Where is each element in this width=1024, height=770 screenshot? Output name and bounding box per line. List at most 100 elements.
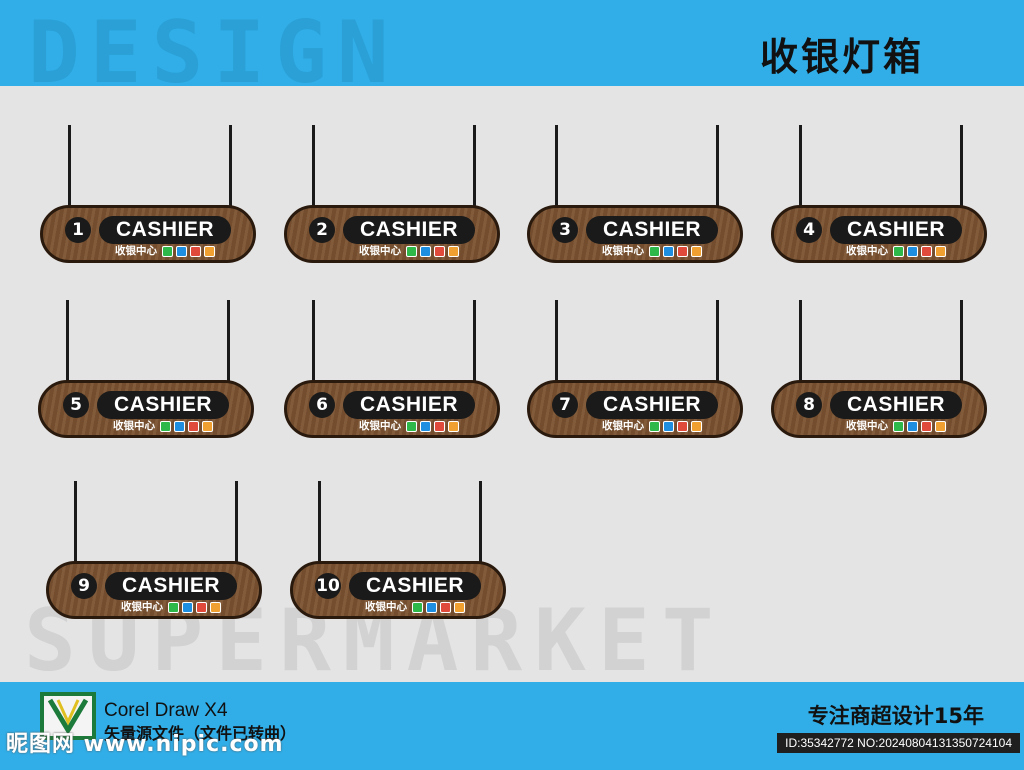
sign-subtitle-row: 收银中心 bbox=[365, 600, 465, 614]
sign-subtitle: 收银中心 bbox=[359, 244, 401, 257]
wechat-pay-icon bbox=[162, 245, 173, 257]
wechat-pay-icon bbox=[168, 601, 179, 613]
sign-subtitle-row: 收银中心 bbox=[359, 244, 459, 258]
unionpay-icon bbox=[921, 245, 932, 257]
sign-subtitle-row: 收银中心 bbox=[846, 244, 946, 258]
hanging-wire-right bbox=[473, 125, 476, 211]
slogan: 专注商超设计15年 bbox=[807, 704, 984, 728]
card-icon bbox=[454, 601, 465, 613]
hanging-wire-right bbox=[235, 481, 238, 567]
unionpay-icon bbox=[434, 245, 445, 257]
alipay-icon bbox=[907, 420, 918, 432]
sign-number: 8 bbox=[796, 392, 822, 418]
alipay-icon bbox=[174, 420, 185, 432]
unionpay-icon bbox=[677, 245, 688, 257]
alipay-icon bbox=[182, 601, 193, 613]
sign-subtitle-row: 收银中心 bbox=[121, 600, 221, 614]
hanging-wire-left bbox=[74, 481, 77, 567]
wechat-pay-icon bbox=[412, 601, 423, 613]
sign-label: CASHIER bbox=[343, 391, 475, 419]
unionpay-icon bbox=[440, 601, 451, 613]
hanging-wire-left bbox=[66, 300, 69, 386]
sign-subtitle: 收银中心 bbox=[602, 244, 644, 257]
bottom-band bbox=[0, 682, 1024, 770]
wechat-pay-icon bbox=[649, 245, 660, 257]
sign-number: 6 bbox=[309, 392, 335, 418]
card-icon bbox=[935, 245, 946, 257]
hanging-wire-right bbox=[227, 300, 230, 386]
watermark-brand: 昵图网 www.nipic.com bbox=[6, 732, 284, 757]
unionpay-icon bbox=[188, 420, 199, 432]
sign-subtitle-row: 收银中心 bbox=[602, 244, 702, 258]
hanging-wire-right bbox=[473, 300, 476, 386]
sign-subtitle-row: 收银中心 bbox=[359, 419, 459, 433]
top-band bbox=[0, 0, 1024, 86]
hanging-wire-left bbox=[312, 300, 315, 386]
hanging-wire-right bbox=[229, 125, 232, 211]
hanging-wire-right bbox=[960, 300, 963, 386]
hanging-wire-left bbox=[799, 125, 802, 211]
hanging-wire-right bbox=[716, 300, 719, 386]
software-note: 矢量源文件（文件已转曲） bbox=[104, 724, 297, 743]
hanging-wire-right bbox=[479, 481, 482, 567]
wechat-pay-icon bbox=[893, 420, 904, 432]
coreldraw-logo-icon bbox=[40, 692, 96, 740]
sign-subtitle: 收银中心 bbox=[365, 600, 407, 613]
unionpay-icon bbox=[434, 420, 445, 432]
sign-number: 3 bbox=[552, 217, 578, 243]
sign-label: CASHIER bbox=[105, 572, 237, 600]
hanging-wire-right bbox=[716, 125, 719, 211]
sign-label: CASHIER bbox=[97, 391, 229, 419]
sign-subtitle: 收银中心 bbox=[602, 419, 644, 432]
card-icon bbox=[691, 245, 702, 257]
alipay-icon bbox=[907, 245, 918, 257]
hanging-wire-left bbox=[68, 125, 71, 211]
unionpay-icon bbox=[677, 420, 688, 432]
sign-number: 9 bbox=[71, 573, 97, 599]
hanging-wire-left bbox=[555, 125, 558, 211]
card-icon bbox=[935, 420, 946, 432]
sign-number: 1 bbox=[65, 217, 91, 243]
hanging-wire-left bbox=[799, 300, 802, 386]
sign-number: 7 bbox=[552, 392, 578, 418]
sign-label: CASHIER bbox=[343, 216, 475, 244]
hanging-wire-left bbox=[555, 300, 558, 386]
sign-subtitle-row: 收银中心 bbox=[113, 419, 213, 433]
alipay-icon bbox=[426, 601, 437, 613]
hanging-wire-left bbox=[318, 481, 321, 567]
sign-number: 5 bbox=[63, 392, 89, 418]
hanging-wire-left bbox=[312, 125, 315, 211]
sign-subtitle-row: 收银中心 bbox=[846, 419, 946, 433]
sign-subtitle-row: 收银中心 bbox=[602, 419, 702, 433]
id-strip: ID:35342772 NO:20240804131350724104 bbox=[777, 733, 1020, 754]
card-icon bbox=[448, 245, 459, 257]
sign-number: 4 bbox=[796, 217, 822, 243]
sign-label: CASHIER bbox=[99, 216, 231, 244]
alipay-icon bbox=[420, 420, 431, 432]
software-name: Corel Draw X4 bbox=[104, 700, 228, 721]
sign-subtitle: 收银中心 bbox=[113, 419, 155, 432]
sign-subtitle: 收银中心 bbox=[115, 244, 157, 257]
card-icon bbox=[202, 420, 213, 432]
alipay-icon bbox=[663, 245, 674, 257]
sign-label: CASHIER bbox=[586, 391, 718, 419]
sign-subtitle: 收银中心 bbox=[846, 419, 888, 432]
